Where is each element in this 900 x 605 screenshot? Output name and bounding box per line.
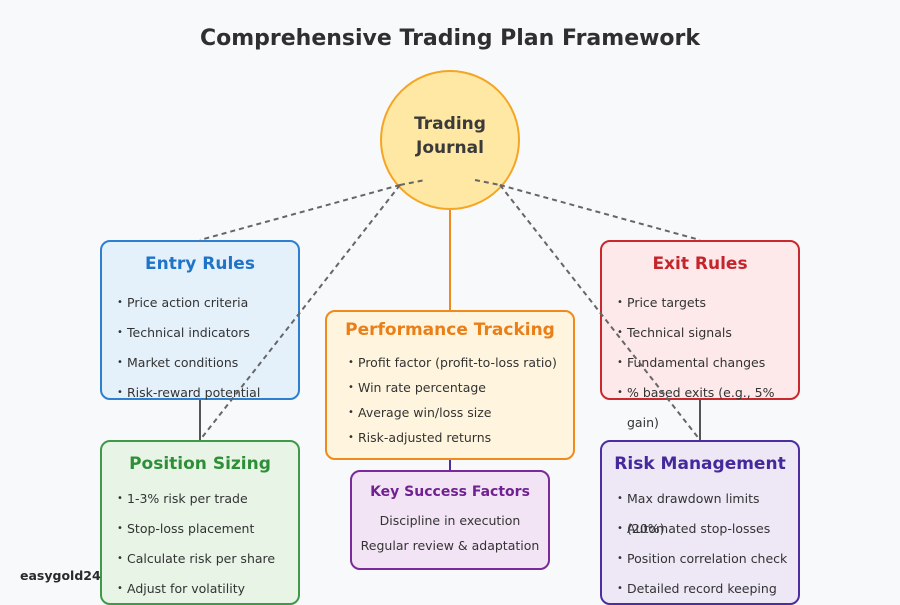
exit-rules-title: Exit Rules — [652, 254, 748, 274]
trading-journal-hub: Trading Journal — [380, 70, 520, 210]
list-item: Profit factor (profit-to-loss ratio) — [348, 350, 573, 375]
hub-label: Trading Journal — [414, 114, 486, 158]
list-item: Adjust for volatility — [117, 574, 298, 604]
key-success-factors-title: Key Success Factors — [370, 484, 530, 500]
key-factor: Discipline in execution — [379, 513, 521, 528]
watermark: easygold24 — [20, 568, 101, 583]
entry-rules-title: Entry Rules — [145, 254, 255, 274]
list-item: Risk-adjusted returns — [348, 425, 573, 450]
list-item: % based exits (e.g., 5% gain) — [617, 378, 798, 430]
list-item: Fundamental changes — [617, 348, 798, 378]
list-item: Position correlation check — [617, 544, 798, 574]
list-item: Automated stop-losses — [617, 514, 798, 544]
position-sizing-box: Position Sizing 1-3% risk per trade Stop… — [100, 440, 300, 605]
exit-rules-box: Exit Rules Price targets Technical signa… — [600, 240, 800, 430]
risk-management-title: Risk Management — [614, 454, 786, 474]
list-item: Risk-reward potential — [117, 378, 298, 408]
list-item: Market conditions — [117, 348, 298, 378]
list-item: Technical signals — [617, 318, 798, 348]
performance-tracking-title: Performance Tracking — [345, 320, 555, 340]
list-item: Max drawdown limits (20%) — [617, 484, 798, 536]
key-factor: Regular review & adaptation — [360, 538, 540, 553]
risk-management-box: Risk Management Max drawdown limits (20%… — [600, 440, 800, 605]
list-item: Calculate risk per share — [117, 544, 298, 574]
list-item: Price targets — [617, 288, 798, 318]
list-item: Win rate percentage — [348, 375, 573, 400]
position-sizing-title: Position Sizing — [129, 454, 271, 474]
list-item: Price action criteria — [117, 288, 298, 318]
diagram-title: Comprehensive Trading Plan Framework — [199, 26, 701, 51]
list-item: Average win/loss size — [348, 400, 573, 425]
list-item: Technical indicators — [117, 318, 298, 348]
performance-tracking-box: Performance Tracking Profit factor (prof… — [325, 310, 575, 460]
key-success-factors-box: Key Success Factors Discipline in execut… — [350, 470, 550, 570]
list-item: Stop-loss placement — [117, 514, 298, 544]
list-item: 1-3% risk per trade — [117, 484, 298, 514]
entry-rules-box: Entry Rules Price action criteria Techni… — [100, 240, 300, 408]
list-item: Detailed record keeping — [617, 574, 798, 604]
